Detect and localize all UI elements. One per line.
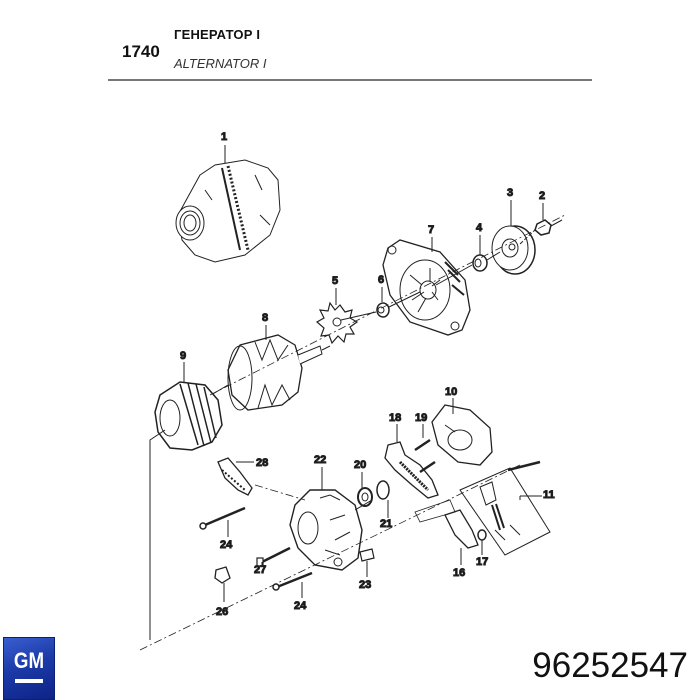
callout-20: 20 bbox=[354, 459, 366, 471]
part-5-fan bbox=[315, 288, 377, 345]
part-number: 96252547 bbox=[532, 646, 688, 685]
part-22-rear-housing bbox=[289, 467, 373, 571]
callout-26: 26 bbox=[216, 606, 228, 618]
part-1-alternator-assembly bbox=[175, 145, 281, 263]
callout-22: 22 bbox=[314, 454, 326, 466]
callout-4: 4 bbox=[476, 222, 483, 234]
callout-24b: 24 bbox=[294, 600, 307, 612]
callout-24a: 24 bbox=[220, 539, 233, 551]
part-3-pulley bbox=[491, 200, 537, 275]
callout-9: 9 bbox=[180, 350, 186, 362]
callout-21: 21 bbox=[380, 518, 392, 530]
callout-6: 6 bbox=[378, 274, 384, 286]
part-16-regulator bbox=[414, 499, 479, 565]
part-28-cover bbox=[217, 457, 254, 496]
part-9-stator bbox=[149, 362, 223, 640]
gm-logo-text: GM bbox=[13, 648, 45, 673]
part-11-brush-holder bbox=[459, 467, 551, 556]
part-19-screws bbox=[414, 424, 541, 474]
callout-8: 8 bbox=[262, 312, 268, 324]
part-4-spacer bbox=[472, 235, 501, 272]
title-russian: ГЕНЕРАТОР I bbox=[174, 27, 261, 42]
callout-labels: 1 2 3 4 5 6 7 8 9 10 11 16 17 18 19 20 2… bbox=[180, 131, 556, 619]
title-english: ALTERNATOR I bbox=[174, 56, 267, 71]
assembly-axis-lines bbox=[139, 214, 566, 651]
gm-logo: GM bbox=[3, 637, 55, 700]
callout-2: 2 bbox=[539, 190, 545, 202]
callout-3: 3 bbox=[507, 187, 513, 199]
part-7-front-housing bbox=[382, 237, 473, 336]
callout-16: 16 bbox=[453, 567, 465, 579]
section-number: 1740 bbox=[122, 42, 160, 61]
part-24-through-bolts bbox=[199, 506, 313, 598]
callout-23: 23 bbox=[359, 579, 371, 591]
gm-logo-underline bbox=[15, 679, 43, 683]
part-10-plate bbox=[431, 398, 493, 466]
callout-10: 10 bbox=[445, 386, 457, 398]
header-divider bbox=[108, 79, 592, 81]
callout-1: 1 bbox=[221, 131, 227, 143]
part-26-gasket bbox=[214, 566, 231, 602]
part-23-sleeve bbox=[359, 548, 375, 577]
callout-28: 28 bbox=[256, 457, 268, 469]
callout-18: 18 bbox=[389, 412, 401, 424]
callout-11: 11 bbox=[543, 489, 555, 501]
part-27-screw bbox=[256, 546, 291, 567]
part-8-rotor bbox=[205, 325, 331, 411]
callout-17: 17 bbox=[476, 556, 488, 568]
callout-7: 7 bbox=[428, 224, 434, 236]
callout-27: 27 bbox=[254, 564, 266, 576]
part-18-rectifier bbox=[384, 424, 439, 499]
callout-19: 19 bbox=[415, 412, 427, 424]
part-21-ring bbox=[376, 480, 390, 518]
part-17-nut bbox=[477, 529, 487, 555]
callout-5: 5 bbox=[332, 275, 338, 287]
